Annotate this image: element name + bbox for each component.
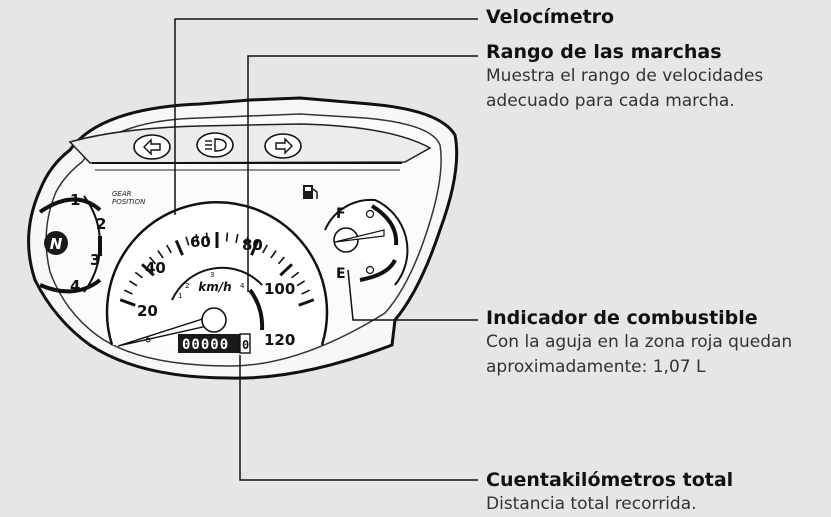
callout-combustible-title: Indicador de combustible [486, 307, 758, 329]
speed-label-60: 60 [190, 233, 211, 251]
gear-range-4: 4 [240, 282, 245, 290]
odometer-tenth: 0 [242, 338, 249, 352]
speed-tick [279, 263, 293, 277]
neutral-indicator [44, 231, 68, 255]
leader-velocimetro [174, 18, 478, 215]
gear-range-arc [171, 266, 263, 301]
speed-tick [134, 271, 143, 279]
speed-label-40: 40 [145, 259, 166, 277]
leader-lines [174, 18, 478, 481]
leader-combustible [347, 269, 478, 321]
leader-cuentakm [239, 355, 478, 481]
speed-tick [166, 244, 172, 254]
speed-tick [296, 280, 306, 287]
left-turn-icon [133, 134, 171, 160]
speed-tick [128, 280, 138, 287]
odometer: 00000 0 [178, 333, 251, 354]
callout-indicador-combustible: Indicador de combustible Con la aguja en… [486, 306, 831, 380]
high-beam-icon [196, 132, 234, 158]
gear-2-label: 2 [96, 215, 106, 233]
fuel-empty-label: E [336, 266, 346, 282]
odometer-digits: 00000 [182, 337, 229, 353]
speed-tick [270, 250, 277, 259]
callout-cuentakm-title: Cuentakilómetros total [486, 469, 734, 491]
neutral-label: N [50, 235, 63, 253]
speed-tick [123, 289, 133, 295]
speed-tick [157, 250, 164, 259]
callout-velocimetro-title: Velocímetro [486, 6, 615, 28]
fuel-pump-icon [303, 185, 318, 199]
speed-tick [119, 298, 136, 307]
speed-label-120: 120 [264, 331, 295, 349]
callout-combustible-description: Con la aguja en la zona roja quedan apro… [486, 332, 793, 377]
speed-tick [235, 233, 239, 244]
speed-label-100: 100 [264, 280, 295, 298]
right-turn-icon [264, 133, 302, 159]
speed-label-20: 20 [137, 302, 158, 320]
gear-range-1: 1 [178, 292, 182, 300]
speed-tick [195, 233, 199, 244]
speed-tick [185, 236, 190, 246]
speed-tick [225, 232, 229, 242]
callout-rango-title: Rango de las marchas [486, 41, 722, 63]
speed-tick [174, 239, 184, 256]
fuel-gauge: F E [303, 185, 409, 286]
gear-position-label-1: GEAR [112, 190, 132, 198]
gear-range-2: 2 [185, 282, 189, 290]
speed-tick [141, 263, 155, 277]
speed-tick [250, 239, 260, 256]
speed-label-80: 80 [242, 236, 263, 254]
speed-tick [205, 232, 209, 242]
fuel-needle [334, 229, 385, 243]
callout-cuentakm-description: Distancia total recorrida. [486, 494, 697, 514]
callout-rango-marchas: Rango de las marchas Muestra el rango de… [486, 40, 831, 114]
speed-tick [298, 298, 315, 307]
gear-1-label: 1 [70, 191, 80, 209]
speed-tick [277, 256, 285, 265]
gear-position-label-2: POSITION [112, 198, 146, 206]
speedometer-dial: 1 2 3 4 km/h 20 40 60 80 100 120 00000 0 [105, 200, 329, 354]
gear-position-dial: N 1 2 3 4 GEAR POSITION [38, 190, 146, 295]
gear-4-label: 4 [70, 277, 80, 295]
callout-velocimetro: Velocímetro [486, 5, 831, 29]
needle-hub [201, 307, 227, 333]
gear-3-label: 3 [90, 251, 100, 269]
speed-tick [149, 256, 157, 265]
speed-tick [301, 289, 311, 295]
speed-unit: km/h [198, 280, 231, 294]
callout-rango-description: Muestra el rango de velocidades adecuado… [486, 66, 764, 111]
speed-tick [262, 244, 268, 254]
leader-rango [247, 55, 478, 292]
speed-tick [291, 271, 300, 279]
gear-range-3: 3 [210, 271, 214, 279]
fuel-full-label: F [336, 206, 346, 222]
callout-cuentakilometros: Cuentakilómetros total Distancia total r… [486, 468, 831, 517]
